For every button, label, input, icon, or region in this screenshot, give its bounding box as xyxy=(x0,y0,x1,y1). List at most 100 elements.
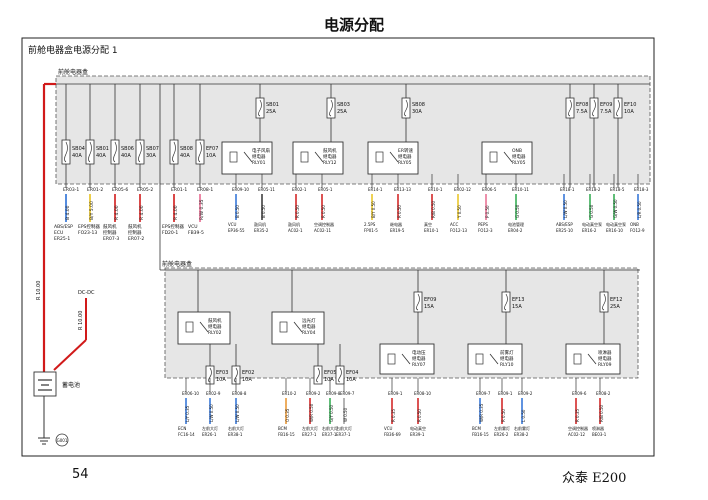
bottom-output-dest-2: 右前大灯 xyxy=(228,425,244,431)
top-fuse-sb06-element xyxy=(113,141,117,163)
top-fuse-rating-2: 40A xyxy=(121,153,131,159)
bottom-output-dest-8: 电动真空 xyxy=(410,425,426,431)
bottom-box-label: 前舱电器盒 xyxy=(162,260,192,268)
bottom-relay-name-0: 鼓风机 xyxy=(208,317,222,324)
top-output-dest2-11: ER16-2 xyxy=(582,228,597,233)
top-right-fuse-id-2: EF10 xyxy=(624,102,636,108)
top-fuse-spec-5: R/W 0.35 xyxy=(199,199,205,220)
top-fuse-dest1-3: 鼓风机 xyxy=(128,223,142,230)
bottom-output-conn-7: ER09-1 xyxy=(388,391,403,396)
bottom-output-conn-13: ER08-2 xyxy=(596,391,611,396)
bottom-output-spec-2: L/W 0.50 xyxy=(235,404,240,422)
bottom-relay-name-1: 远光灯 xyxy=(302,317,316,324)
top-output-dest2-13: FO12-9 xyxy=(630,228,645,233)
bottom-output-dest2-7: FB36-69 xyxy=(384,432,401,437)
bottom-relay-sub-4: 继电器 xyxy=(598,355,612,362)
top-fuse-dest2-5: FB39-5 xyxy=(188,230,204,236)
bottom-output-spec-12: R 0.35 xyxy=(575,409,580,422)
bottom-relay-0-switch xyxy=(199,321,209,333)
bottom-relay-fuse-ef09 xyxy=(413,291,423,313)
top-output-conn-2: ER02-1 xyxy=(292,187,307,192)
bottom-relay-3-switch xyxy=(489,353,499,365)
top-relay-fuse-id-2: SB08 xyxy=(412,102,425,108)
top-output-dest2-10: ER25-10 xyxy=(556,228,573,233)
top-output-dest-5: 继电器 xyxy=(390,221,402,227)
bottom-relay-fuse-id-4: EF12 xyxy=(610,297,622,303)
top-output-spec-7: Y 0.50 xyxy=(457,205,462,219)
top-relay-3-coil xyxy=(489,151,498,163)
page-title: 电源分配 xyxy=(323,16,384,34)
top-output-dest-2: 鼓风机 xyxy=(288,221,300,227)
top-relay-name-0: 电子风扇 xyxy=(252,147,270,154)
bottom-output-conn-5: ER09-8 xyxy=(326,391,341,396)
top-relay-0-coil xyxy=(229,151,238,163)
dc-dc-wire-diag xyxy=(53,339,87,371)
bottom-relay-fuse-ef13-element xyxy=(504,293,508,311)
top-relay-id-0: RLY01 xyxy=(252,160,266,166)
bottom-fuse-rating-1: 10A xyxy=(242,377,252,383)
ground-label: G001 xyxy=(57,438,68,443)
bottom-output-dest2-6: ER37-1 xyxy=(336,432,351,437)
top-output-dest2-7: FO12-13 xyxy=(450,228,468,233)
top-fuse-sb07-element xyxy=(138,141,142,163)
bottom-output-dest2-11: ER38-2 xyxy=(514,432,529,437)
top-output-conn-6: ER10-1 xyxy=(428,187,443,192)
bottom-relay-3-coil xyxy=(475,353,484,365)
top-output-dest2-12: ER16-10 xyxy=(606,228,623,233)
top-relay-0-switch xyxy=(243,151,253,163)
top-fuse-dest3-3: ER07-2 xyxy=(128,236,144,242)
bottom-output-dest2-13: BE03-1 xyxy=(592,432,607,437)
top-fuse-dest1-5: VCU xyxy=(188,224,198,230)
top-fuse-conn-4: ER01-1 xyxy=(171,187,187,193)
top-fuse-dest2-0: ECU xyxy=(54,230,63,236)
top-fuse-conn-3: ER05-2 xyxy=(137,187,153,193)
top-output-spec-10: L/W 0.50 xyxy=(563,200,568,218)
bottom-output-dest-7: VCU xyxy=(384,426,393,431)
bottom-output-dest2-5: ER37-1 xyxy=(322,432,337,437)
top-fuse-ef07-element xyxy=(198,141,202,163)
top-fuse-dest3-2: ER07-3 xyxy=(103,236,119,242)
top-output-conn-12: ER18-5 xyxy=(610,187,625,192)
outer-frame xyxy=(21,37,655,457)
top-output-dest2-2: AC02-1 xyxy=(288,228,303,233)
bottom-fuse-id-1: EF02 xyxy=(242,370,254,376)
bottom-output-dest-3: BCM xyxy=(278,426,287,431)
bottom-output-conn-12: ER09-6 xyxy=(572,391,587,396)
top-output-dest-4: 2.5PS xyxy=(364,222,376,227)
bottom-fuse-ef05-element xyxy=(316,367,320,383)
top-fuse-sb08 xyxy=(169,139,179,165)
top-relay-id-3: RLY05 xyxy=(512,160,526,166)
top-relay-fuse-sb01-element xyxy=(258,99,262,117)
bottom-relay-id-2: RLY07 xyxy=(412,362,426,368)
top-fuse-id-1: SB01 xyxy=(96,146,109,152)
top-output-conn-3: ER05-1 xyxy=(318,187,333,192)
top-fuse-dest2-1: FO23-13 xyxy=(78,230,97,236)
top-right-fuse-ef09-element xyxy=(592,99,596,117)
top-output-dest-12: 电动真空泵 xyxy=(606,221,626,227)
bottom-output-spec-3: O 0.35 xyxy=(285,408,290,422)
bottom-output-spec-1: L/W 0.50 xyxy=(209,404,214,422)
bottom-relay-name-3: 前雾灯 xyxy=(500,349,514,356)
top-right-fuse-id-0: EF08 xyxy=(576,102,588,108)
top-output-dest2-6: ER10-1 xyxy=(424,228,439,233)
top-output-conn-4: ER14-1 xyxy=(368,187,383,192)
bottom-relay-fuse-rating-2: 15A xyxy=(424,304,434,310)
bottom-relay-4-coil xyxy=(573,353,582,365)
top-right-fuse-rating-1: 7.5A xyxy=(600,109,612,115)
top-output-dest-3: 空调控制器 xyxy=(314,221,334,227)
ground-point xyxy=(55,433,69,447)
top-fuse-dest1-0: ABS/ESP xyxy=(54,224,73,230)
top-relay-fuse-sb03 xyxy=(326,97,336,119)
dc-dc-spec: R 10.00 xyxy=(78,311,84,330)
top-relay-fuse-rating-0: 25A xyxy=(266,109,276,115)
bottom-relay-fuse-id-3: EF13 xyxy=(512,297,524,303)
top-output-spec-4: B/Y 0.50 xyxy=(371,201,376,218)
top-output-dest2-3: AC02-11 xyxy=(314,228,332,233)
top-output-dest-11: 电动真空泵 xyxy=(582,221,602,227)
top-output-spec-12: G/W 0.50 xyxy=(613,199,618,218)
top-fuse-spec-3: R 4.00 xyxy=(139,205,145,220)
top-fuse-dest2-3: 控制器 xyxy=(128,229,142,236)
top-fuse-id-3: SB07 xyxy=(146,146,159,152)
bottom-output-dest-10: 左前雾灯 xyxy=(494,425,510,431)
